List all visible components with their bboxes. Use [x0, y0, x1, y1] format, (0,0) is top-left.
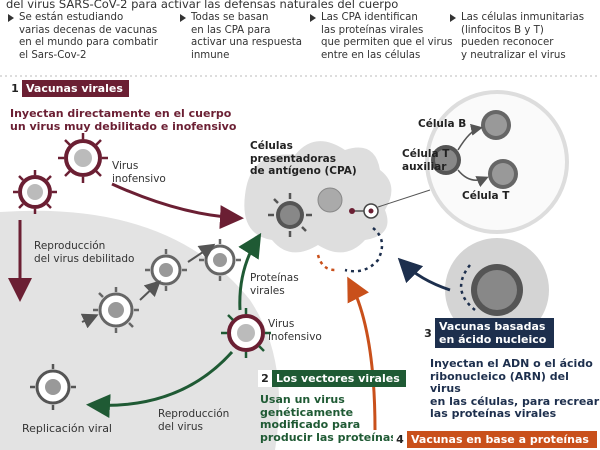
section-3-description: Inyectan el ADN o el ácido ribonucleico …: [430, 358, 600, 421]
label-proteinas-virales: Proteínas virales: [250, 272, 299, 297]
virus-maroon-2: [13, 170, 57, 214]
label-celula-b: Célula B: [418, 118, 466, 131]
label-replicacion-viral: Replicación viral: [22, 423, 112, 436]
label-virus-inofensivo-1: Virus inofensivo: [112, 160, 166, 185]
label-celula-t-auxiliar: Célula T auxiliar: [402, 148, 449, 173]
triangle-bullet-icon: [310, 14, 316, 22]
triangle-bullet-icon: [8, 14, 14, 22]
section-title: Vacunas basadas en ácido nucleico: [439, 320, 546, 346]
section-3-tag: 3 Vacunas basadas en ácido nucleico: [421, 318, 554, 348]
section-number: 2: [258, 370, 272, 387]
section-2-tag: 2 Los vectores virales: [258, 370, 406, 387]
label-cpa: Células presentadoras de antígeno (CPA): [250, 140, 357, 178]
section-title: Los vectores virales: [276, 372, 400, 385]
section-2-description: Usan un virus genéticamente modificado p…: [260, 394, 397, 444]
section-number: 3: [421, 318, 435, 348]
section-title: Vacunas virales: [26, 82, 123, 95]
section-4-tag: 4 Vacunas en base a proteínas: [393, 431, 597, 448]
virus-maroon-1: [58, 133, 108, 183]
arrow-navy: [402, 262, 450, 290]
label-reproduccion-virus: Reproducción del virus: [158, 408, 229, 433]
header-bullet-2: Todas se basan en las CPA para activar u…: [180, 12, 310, 62]
label-celula-t: Célula T: [462, 190, 509, 203]
header-title: del virus SARS-CoV-2 para activar las de…: [6, 0, 398, 11]
section-title: Vacunas en base a proteínas: [411, 433, 589, 446]
arrow-maroon-1: [112, 184, 238, 218]
triangle-bullet-icon: [450, 14, 456, 22]
label-reproduccion-debilitado: Reproducción del virus debilitado: [34, 240, 134, 265]
triangle-bullet-icon: [180, 14, 186, 22]
section-1-description: Inyectan directamente en el cuerpo un vi…: [10, 108, 236, 133]
label-virus-inofensivo-2: Virus inofensivo: [268, 318, 322, 343]
section-1-tag: 1 Vacunas virales: [8, 80, 129, 97]
header-bullet-4: Las células inmunitarias (linfocitos B y…: [450, 12, 598, 62]
header-bullet-3: Las CPA identifican las proteínas virale…: [310, 12, 460, 62]
header-bullet-1: Se están estudiando varias decenas de va…: [8, 12, 168, 62]
section-number: 4: [393, 431, 407, 448]
section-number: 1: [8, 80, 22, 97]
